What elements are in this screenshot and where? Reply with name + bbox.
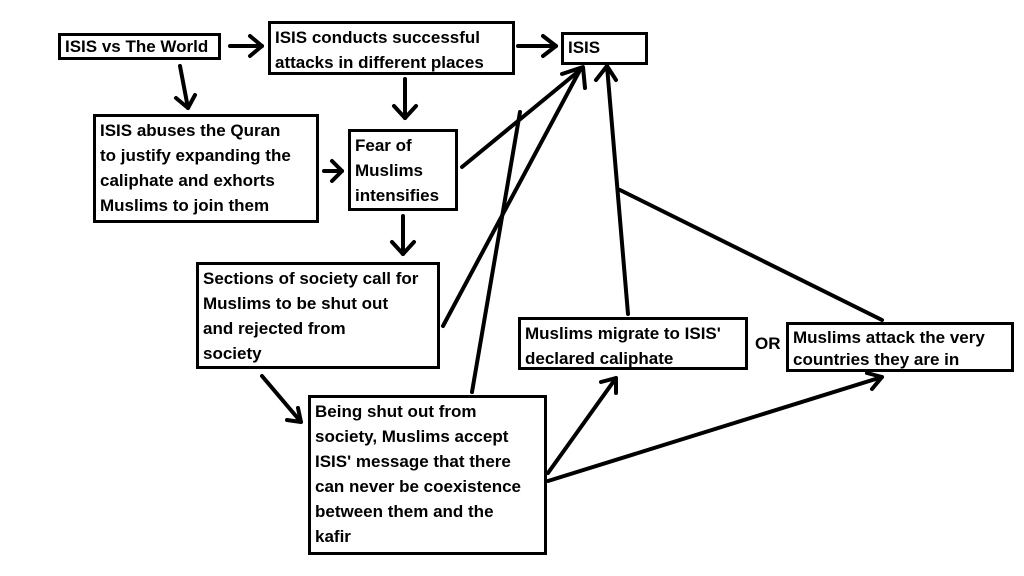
node-migrate: Muslims migrate to ISIS' declared caliph… [518,317,748,370]
arrow-shut-out-to-accept [260,374,303,424]
arrow-accept-to-migrate [546,376,618,475]
arrow-quran-to-fear [322,159,344,183]
node-accept-message: Being shut out from society, Muslims acc… [308,395,547,555]
node-quran-abuse: ISIS abuses the Quran to justify expandi… [93,114,319,223]
node-shut-out-call: Sections of society call for Muslims to … [196,262,440,369]
node-attack-countries: Muslims attack the very countries they a… [786,322,1014,372]
arrow-vs-world-to-attacks [228,34,264,58]
or-label: OR [755,334,781,353]
arrow-fear-to-shut-out [390,214,416,256]
arrow-attacks-to-wins [516,34,558,58]
node-isis-vs-world: ISIS vs The World [58,33,221,60]
wins-arrowhead [560,65,587,90]
arrow-accept-to-wins [470,110,522,394]
node-fear: Fear of Muslims intensifies [348,129,458,211]
arrow-accept-to-attack [546,371,884,483]
node-attacks: ISIS conducts successful attacks in diff… [268,21,515,75]
arrow-fear-to-wins [460,68,582,169]
arrow-migrate-to-wins [594,64,630,316]
arrow-attacks-to-fear [392,77,418,120]
arrow-vs-world-to-quran [174,64,197,110]
node-isis-wins: ISIS wins [561,32,648,65]
line-attack-to-wins [618,188,884,322]
arrow-shut-out-to-wins [441,68,582,328]
